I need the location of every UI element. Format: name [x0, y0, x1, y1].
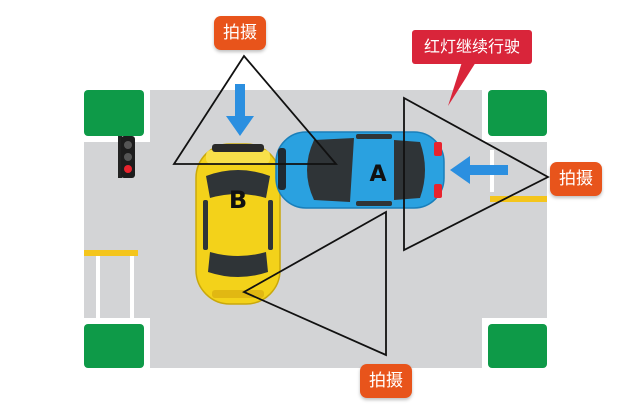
corner-top-left [84, 90, 150, 142]
photo-tag-right: 拍摄 [550, 162, 602, 196]
photo-tag-right-text: 拍摄 [559, 169, 593, 189]
lane-line-left [96, 250, 100, 318]
camera-view-bottom [241, 210, 387, 357]
corner-bottom-right [482, 318, 547, 368]
car-a [275, 131, 445, 209]
red-light-note-text: 红灯继续行驶 [424, 37, 521, 56]
camera-view-top [172, 54, 338, 165]
car-b [195, 143, 281, 305]
camera-view-right [403, 96, 550, 252]
lane-line-left-2 [130, 250, 134, 318]
photo-tag-bottom-text: 拍摄 [369, 371, 403, 391]
car-b-label: B [229, 186, 247, 214]
arrow-left-icon [450, 156, 508, 184]
car-a-label: A [369, 162, 386, 187]
stop-line-left [84, 250, 138, 256]
photo-tag-top: 拍摄 [214, 16, 266, 50]
traffic-light-icon [118, 136, 135, 178]
arrow-down-icon [226, 84, 254, 136]
stop-line-right [490, 196, 547, 202]
red-light-note: 红灯继续行驶 [412, 30, 533, 64]
red-note-pointer [448, 62, 476, 106]
photo-tag-top-text: 拍摄 [223, 23, 257, 43]
corner-top-right [482, 90, 547, 142]
corner-bottom-left [84, 318, 150, 368]
photo-tag-bottom: 拍摄 [360, 364, 412, 398]
